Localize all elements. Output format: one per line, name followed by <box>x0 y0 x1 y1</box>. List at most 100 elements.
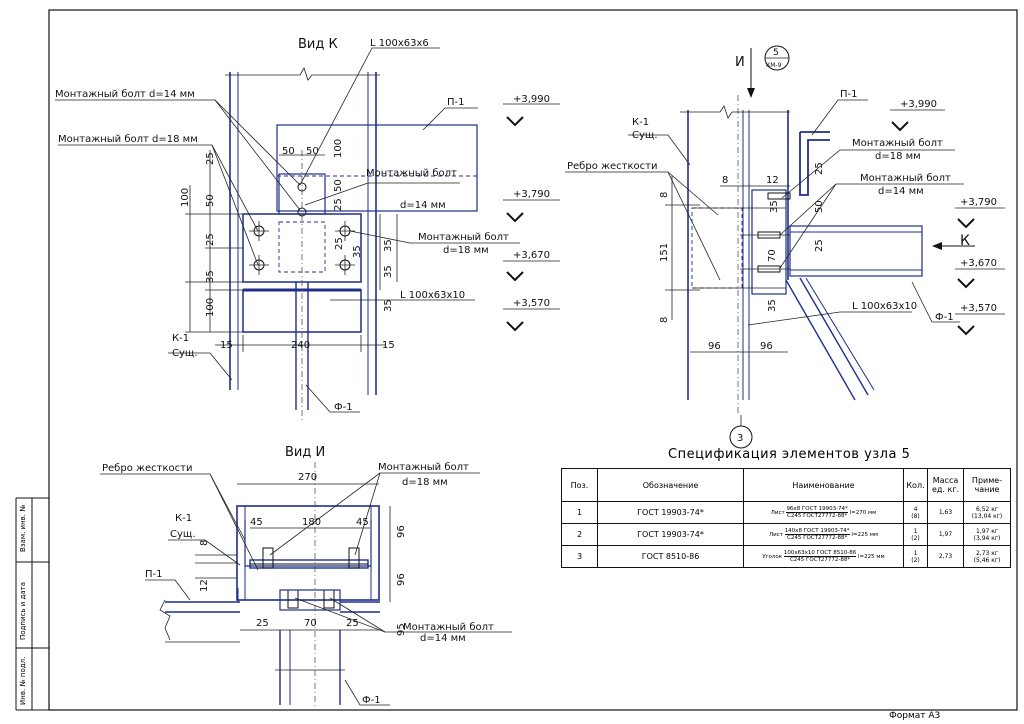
spec-mass: 2,73 <box>927 545 964 568</box>
dim-k-14: 35 <box>205 270 216 283</box>
spec-qty: 1(2) <box>903 545 928 568</box>
dimi-9: 25 <box>256 618 269 629</box>
label-k-angle-top: L 100х63х6 <box>370 38 429 49</box>
dim-k-11: 35 <box>383 239 394 252</box>
dim-k-2: 50 <box>306 146 319 157</box>
label-k-bolt-b: Монтажный болт <box>418 232 509 243</box>
label-k-bolt-b2: d=18 мм <box>443 245 489 256</box>
dim5-3: 8 <box>659 192 670 198</box>
dim-k-4: 25 <box>205 152 216 165</box>
dim5-11: 35 <box>767 299 778 312</box>
spec-code: ГОСТ 19903-74* <box>597 523 744 546</box>
dim-k-18: 240 <box>291 340 310 351</box>
view5-rib: Ребро жесткости <box>567 161 657 172</box>
dimi-4: 45 <box>356 517 369 528</box>
sheet-frame <box>48 9 1018 711</box>
spec-pos: 3 <box>561 545 598 568</box>
viewi-rib: Ребро жесткости <box>102 463 192 474</box>
dim-k-7: 100 <box>180 188 191 207</box>
view5-circle-num: 5 <box>773 48 779 58</box>
spec-title: Спецификация элементов узла 5 <box>668 447 911 462</box>
dim-k-9: 25 <box>333 198 344 211</box>
label-k-bolt-a2: d=14 мм <box>400 200 446 211</box>
dim-k-12: 35 <box>383 265 394 278</box>
dimi-7: 96 <box>396 573 407 586</box>
table-row: 1 ГОСТ 19903-74* Лист 96х8 ГОСТ 19903-74… <box>561 501 1011 524</box>
dim5-1: 8 <box>722 175 728 186</box>
view5-k1: К-1 <box>632 117 649 128</box>
stamp-inv-original: Инв. № подл. <box>19 656 27 705</box>
dimi-8: 12 <box>199 579 210 592</box>
elev-k-1: +3,990 <box>513 94 550 105</box>
view5-circle-sub: КМ-9 <box>766 62 782 69</box>
view5-f1: Ф-1 <box>935 312 954 323</box>
spec-header-mass: Масса ед. кг. <box>927 468 964 502</box>
spec-header-code: Обозначение <box>597 468 744 502</box>
dim5-2: 12 <box>766 175 779 186</box>
label-k-f1: Ф-1 <box>334 402 353 413</box>
viewi-bolt14: Монтажный болт <box>403 622 494 633</box>
dim-k-16: 100 <box>205 298 216 317</box>
dim5-6: 50 <box>814 200 825 213</box>
spec-header-name: Наименование <box>743 468 904 502</box>
spec-mass: 1,97 <box>927 523 964 546</box>
view-i-title: Вид И <box>285 445 325 460</box>
spec-header-row: Поз. Обозначение Наименование Кол. Масса… <box>561 468 1011 502</box>
dim5-10: 8 <box>659 317 670 323</box>
view-k: Вид К <box>55 37 560 420</box>
spec-mass: 1,63 <box>927 501 964 524</box>
spec-name: Лист 140х8 ГОСТ 19903-74*С245 ГОСТ27772-… <box>743 523 904 546</box>
view5-elev3: +3,670 <box>960 258 997 269</box>
spec-qty: 1(2) <box>903 523 928 546</box>
label-k-angle-bot: L 100х63х10 <box>400 290 465 301</box>
dimi-5: 96 <box>396 525 407 538</box>
view5-bolt18: Монтажный болт <box>852 138 943 149</box>
spec-name: Лист 96х8 ГОСТ 19903-74*С245 ГОСТ27772-8… <box>743 501 904 524</box>
view5-arrow-i: И <box>735 55 745 70</box>
label-k-bolt18: Монтажный болт d=18 мм <box>58 134 198 145</box>
view5-bolt14: Монтажный болт <box>860 173 951 184</box>
view5-elev1: +3,990 <box>900 99 937 110</box>
dim5-5: 35 <box>769 200 780 213</box>
dimi-1: 270 <box>298 472 317 483</box>
dimi-12: 95 <box>396 623 407 636</box>
view-5: 5 КМ-9 И <box>565 45 1005 449</box>
dimi-6: 8 <box>199 540 210 546</box>
viewi-p1: П-1 <box>145 569 163 580</box>
view5-bolt18b: d=18 мм <box>875 151 921 162</box>
spec-note: 2,73 кг(5,46 кг) <box>963 545 1011 568</box>
dim-k-3: 100 <box>333 139 344 158</box>
dim5-13: 96 <box>760 341 773 352</box>
spec-note: 6,52 кг(13,04 кг) <box>963 501 1011 524</box>
viewi-bolt14b: d=14 мм <box>420 633 466 644</box>
view5-elev2: +3,790 <box>960 197 997 208</box>
viewi-k1: К-1 <box>175 513 192 524</box>
viewi-bolt18: Монтажный болт <box>378 462 469 473</box>
dimi-2: 45 <box>250 517 263 528</box>
dimi-11: 25 <box>346 618 359 629</box>
spec-code: ГОСТ 8510-86 <box>597 545 744 568</box>
elev-k-3: +3,670 <box>513 250 550 261</box>
viewi-f1: Ф-1 <box>362 695 381 706</box>
elev-k-2: +3,790 <box>513 189 550 200</box>
label-k-bolt-a: Монтажный болт <box>366 168 457 179</box>
dim-k-8: 50 <box>333 179 344 192</box>
label-k-k1: К-1 <box>172 333 189 344</box>
dim-k-10: 35 <box>352 245 363 258</box>
table-row: 2 ГОСТ 19903-74* Лист 140х8 ГОСТ 19903-7… <box>561 523 1011 546</box>
view5-bubble: 3 <box>737 433 743 444</box>
dimi-3: 180 <box>302 517 321 528</box>
view5-bolt14b: d=14 мм <box>878 186 924 197</box>
view5-k1b: Сущ. <box>632 130 658 141</box>
dim5-7: 25 <box>814 239 825 252</box>
table-row: 3 ГОСТ 8510-86 Уголок 100х63х10 ГОСТ 851… <box>561 545 1011 568</box>
viewi-k1b: Сущ. <box>170 529 196 540</box>
spec-code: ГОСТ 19903-74* <box>597 501 744 524</box>
stamp-signature-date: Подпись и дата <box>19 582 27 640</box>
dim5-8: 151 <box>659 243 670 262</box>
dim-k-5: 50 <box>205 194 216 207</box>
format-label: Формат А3 <box>889 711 941 721</box>
label-k-p1: П-1 <box>447 97 465 108</box>
